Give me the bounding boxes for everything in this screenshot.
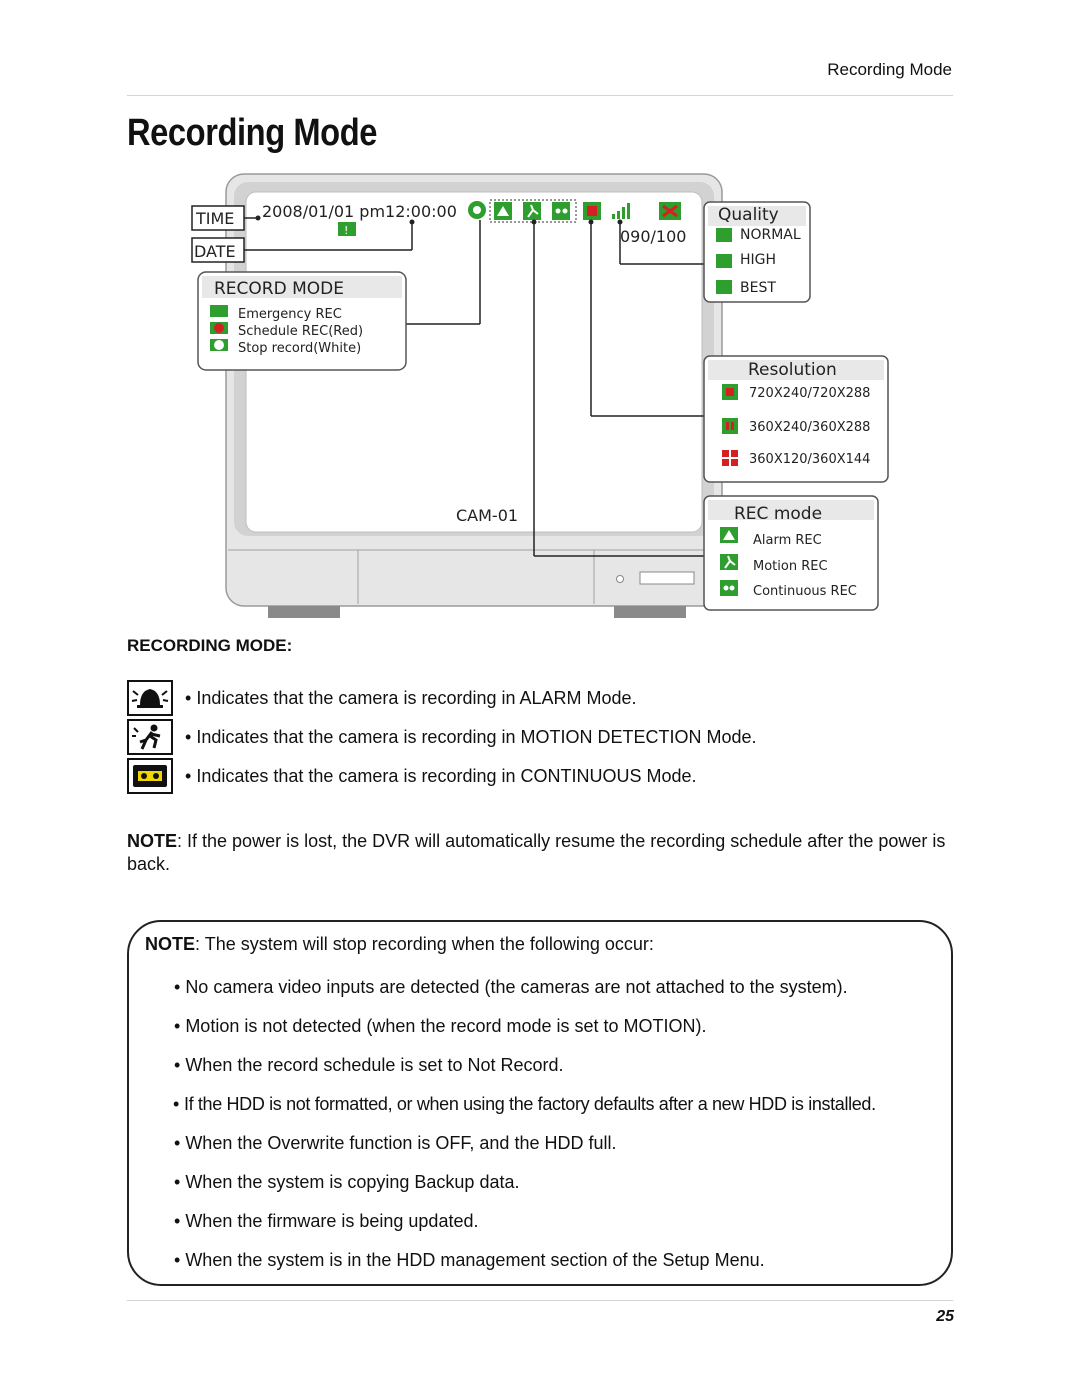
bullet: • (185, 687, 192, 708)
resolution-title: Resolution (748, 360, 837, 380)
counter-text: 090/100 (620, 227, 686, 246)
rec-mode-item: Alarm REC (753, 533, 822, 548)
rec-mode-indicator-box (489, 199, 577, 223)
record-mode-title: RECORD MODE (214, 279, 344, 299)
rec-mode-item: Motion REC (753, 559, 828, 574)
header-divider (127, 95, 953, 96)
emergency-status-icon (338, 222, 356, 236)
list-item: •When the Overwrite function is OFF, and… (174, 1133, 617, 1153)
motion-runner-icon (127, 719, 173, 755)
motion-mode-row: • Indicates that the camera is recording… (127, 718, 757, 756)
stop-record-icon (214, 340, 224, 350)
resolution-item: 720X240/720X288 (749, 386, 870, 401)
emergency-rec-icon (210, 305, 228, 317)
quality-item: BEST (740, 280, 776, 296)
quality-item: HIGH (740, 252, 776, 268)
resolution-half-icon (726, 422, 729, 430)
svg-text:!: ! (344, 224, 348, 237)
record-mode-item: Schedule REC(Red) (238, 324, 363, 339)
power-led (616, 575, 624, 583)
note-label: NOTE (145, 934, 196, 954)
bullet: • (185, 726, 192, 747)
resolution-full-icon (726, 388, 734, 396)
stop-conditions-list: •No camera video inputs are detected (th… (129, 974, 951, 1286)
right-foot (614, 606, 686, 618)
quality-box (703, 201, 811, 303)
list-item: •When the system is in the HDD managemen… (174, 1250, 765, 1270)
power-loss-note-text: : If the power is lost, the DVR will aut… (127, 831, 946, 874)
dvr-screen-diagram: 2008/01/01 pm12:00:00 ! 090/100 CAM-01 T… (191, 173, 889, 618)
stop-recording-note-box: NOTE: The system will stop recording whe… (127, 920, 953, 1286)
record-mode-item: Emergency REC (238, 307, 342, 322)
resolution-box (703, 355, 889, 483)
bullet: • (185, 765, 192, 786)
resolution-item: 360X120/360X144 (749, 452, 870, 467)
time-label: TIME (195, 209, 234, 228)
recording-mode-heading: RECORDING MODE: (127, 636, 293, 655)
footer-divider (127, 1300, 953, 1301)
alarm-bell-icon (127, 680, 173, 716)
motion-mode-text: Indicates that the camera is recording i… (196, 726, 757, 747)
alarm-mode-row: • Indicates that the camera is recording… (127, 679, 637, 717)
note-label: NOTE (127, 831, 178, 851)
continuous-rec-status-icon (552, 202, 570, 220)
continuous-rec-icon (720, 580, 738, 596)
running-header: Recording Mode (827, 60, 952, 79)
list-item: •If the HDD is not formatted, or when us… (173, 1094, 876, 1114)
rec-mode-box (703, 495, 879, 611)
rec-mode-item: Continuous REC (753, 584, 857, 599)
quality-normal-icon (716, 228, 732, 242)
note-box-title: NOTE: The system will stop recording whe… (145, 934, 654, 955)
rec-mode-title: REC mode (734, 504, 822, 524)
quality-high-icon (716, 254, 732, 268)
list-item: •No camera video inputs are detected (th… (174, 977, 848, 997)
resolution-item: 360X240/360X288 (749, 420, 870, 435)
datetime-text: 2008/01/01 pm12:00:00 (262, 202, 457, 221)
list-item: •When the record schedule is set to Not … (174, 1055, 564, 1075)
quality-title: Quality (718, 205, 779, 225)
cassette-tape-icon (127, 758, 173, 794)
schedule-rec-icon (214, 323, 224, 333)
power-loss-note: NOTE: If the power is lost, the DVR will… (127, 830, 953, 876)
left-foot (268, 606, 340, 618)
date-label: DATE (194, 242, 236, 261)
page-title: Recording Mode (127, 112, 377, 154)
list-item: •When the system is copying Backup data. (174, 1172, 520, 1192)
continuous-mode-row: • Indicates that the camera is recording… (127, 757, 697, 795)
continuous-mode-text: Indicates that the camera is recording i… (196, 765, 697, 786)
camera-label: CAM-01 (456, 506, 518, 525)
disc-slot (639, 571, 695, 585)
list-item: •When the firmware is being updated. (174, 1211, 479, 1231)
note-box-intro: : The system will stop recording when th… (195, 934, 654, 954)
time-label-box (191, 205, 245, 231)
list-item: •Motion is not detected (when the record… (174, 1016, 707, 1036)
record-mode-item: Stop record(White) (238, 341, 361, 356)
connector-lines (244, 217, 704, 557)
quality-best-icon (716, 280, 732, 294)
page-number: 25 (936, 1308, 954, 1325)
quality-item: NORMAL (740, 227, 801, 243)
alarm-mode-text: Indicates that the camera is recording i… (196, 687, 637, 708)
